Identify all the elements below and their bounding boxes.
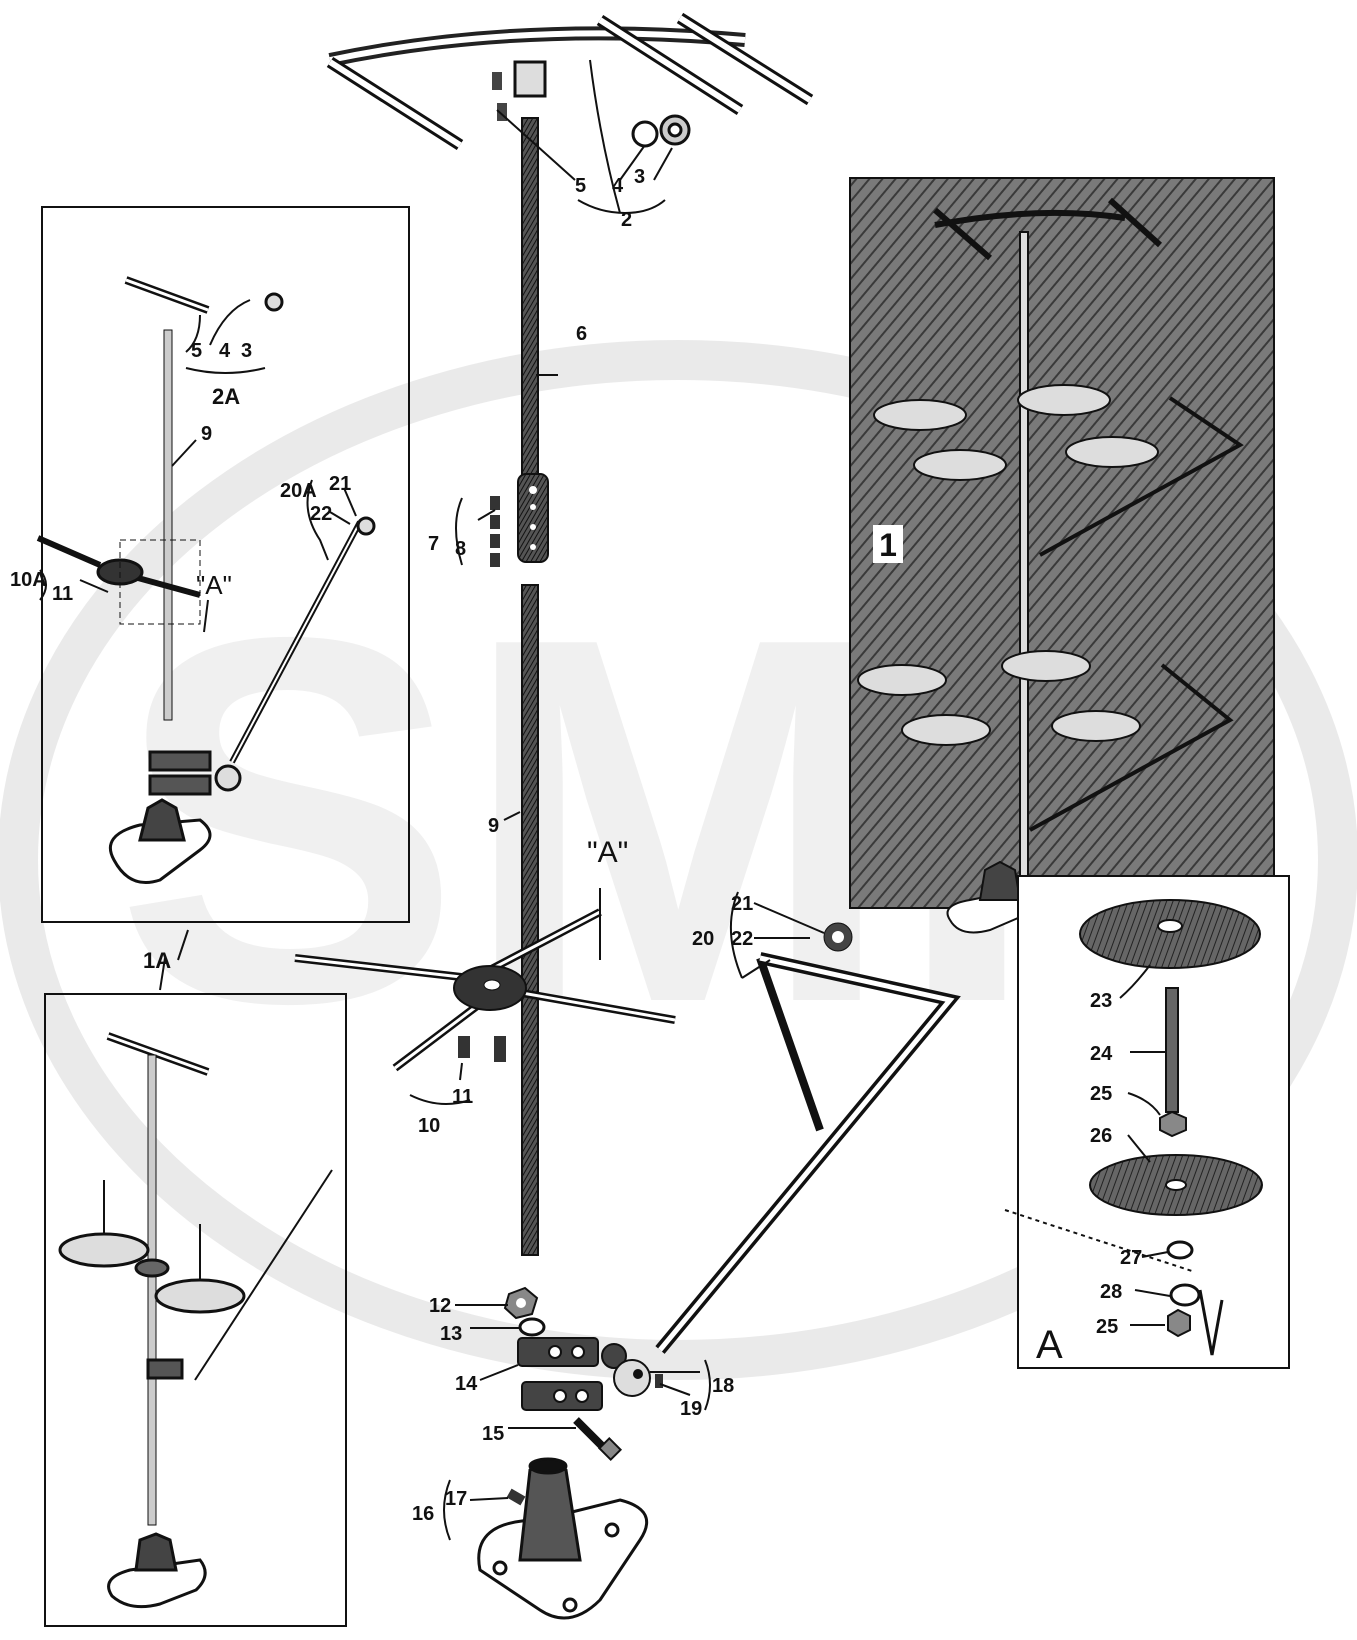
callout-2a-22: 22	[310, 503, 332, 525]
upper-rod-6	[521, 117, 539, 479]
callout-20: 20	[692, 928, 714, 950]
callout-13: 13	[440, 1323, 462, 1345]
bolt-15	[573, 1417, 623, 1462]
callout-2a: 2A	[212, 384, 240, 409]
set-screws-11	[458, 1036, 506, 1062]
rod-coupling-7	[517, 473, 549, 563]
callout-12: 12	[429, 1295, 451, 1317]
callout-28: 28	[1100, 1281, 1122, 1303]
callout-19: 19	[680, 1398, 702, 1420]
callout-2a-view-a: "A"	[196, 570, 232, 600]
callout-25b: 25	[1096, 1316, 1118, 1338]
callout-11: 11	[452, 1086, 473, 1108]
callout-22: 22	[731, 928, 753, 950]
callout-27: 27	[1120, 1247, 1142, 1269]
callout-17: 17	[445, 1488, 467, 1510]
set-screw-5	[492, 72, 507, 121]
callout-2a-5: 5	[191, 340, 202, 362]
callout-7: 7	[428, 533, 439, 555]
swivel-18	[601, 1343, 651, 1397]
clamp-14	[517, 1337, 603, 1411]
spider-arm-10	[294, 908, 676, 1072]
set-screws-8	[490, 496, 500, 567]
detail-a-frame: A	[1004, 875, 1290, 1369]
callout-view-a: "A"	[587, 836, 628, 869]
leader-lines	[409, 59, 825, 1541]
callout-5: 5	[575, 175, 586, 197]
callout-2a-9: 9	[201, 423, 212, 445]
callout-2a-4: 4	[219, 340, 231, 362]
plate-1-label: 1	[879, 527, 897, 563]
callout-4: 4	[612, 175, 624, 197]
panel-1a-frame	[44, 929, 347, 1627]
screw-17	[506, 1488, 526, 1506]
screw-19	[655, 1374, 663, 1388]
callout-25a: 25	[1090, 1083, 1112, 1105]
callout-1a: 1A	[143, 948, 171, 973]
callout-15: 15	[482, 1423, 504, 1445]
callout-16: 16	[412, 1503, 434, 1525]
callout-23: 23	[1090, 990, 1112, 1012]
callout-9: 9	[488, 815, 499, 837]
callout-18: 18	[712, 1375, 734, 1397]
detail-a-label: A	[1036, 1323, 1063, 1367]
callout-2a-11: 11	[52, 583, 73, 605]
callout-14: 14	[455, 1373, 478, 1395]
top-spool-arm	[326, 12, 814, 151]
spool-pin-21	[823, 922, 853, 952]
callout-2: 2	[621, 209, 632, 231]
plate-1-photo: 1	[849, 177, 1275, 934]
callout-labels: 2 3 4 5 6 7 8 9 "A" 10 11 12 13 14 15 16…	[10, 166, 1142, 1525]
callout-10: 10	[418, 1115, 440, 1137]
callout-26: 26	[1090, 1125, 1112, 1147]
callout-10a: 10A	[10, 569, 47, 591]
callout-8: 8	[455, 538, 466, 560]
callout-2a-21: 21	[329, 473, 351, 495]
spool-holder-arm-20	[655, 952, 961, 1354]
washer-13	[518, 1317, 546, 1337]
panel-2a-frame	[36, 206, 410, 923]
callout-21: 21	[731, 893, 753, 915]
callout-24: 24	[1090, 1043, 1113, 1065]
base-16	[477, 1457, 649, 1620]
callout-20a: 20A	[280, 480, 317, 502]
callout-6: 6	[576, 323, 587, 345]
callout-3: 3	[634, 166, 645, 188]
callout-2a-3: 3	[241, 340, 252, 362]
lower-rod-9	[521, 584, 539, 1256]
nut-12	[503, 1286, 539, 1320]
